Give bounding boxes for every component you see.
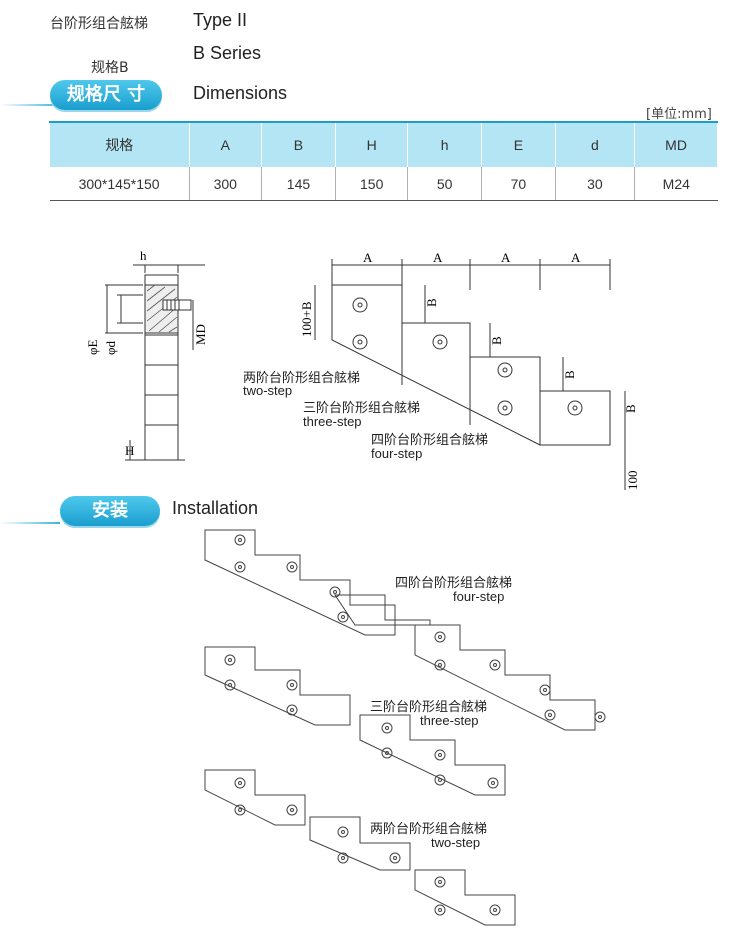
dim-label-b: B (424, 298, 439, 307)
table-row: 300*145*150 300 145 150 50 70 30 M24 (49, 167, 718, 201)
step-label-two-en: two-step (243, 383, 292, 398)
bolt-hole (352, 297, 368, 313)
dimensions-title-en: Dimensions (193, 83, 288, 103)
bolt-hole (567, 400, 583, 416)
two-step-segment (309, 816, 411, 871)
install-label-three-en: three-step (420, 713, 479, 728)
three-step-segment (359, 714, 506, 796)
product-type-en: Type II (193, 10, 248, 30)
dimensions-badge: 规格尺 寸 (50, 80, 162, 110)
table-cell: 50 (407, 167, 483, 201)
dim-label-b: B (562, 370, 577, 379)
three-step-segment (204, 646, 351, 726)
dim-label-100-b: 100+B (299, 301, 314, 337)
installation-badge-line (0, 522, 60, 524)
dim-label-100: 100 (625, 471, 640, 491)
dim-label-h: h (140, 248, 147, 263)
table-header-cell: h (407, 121, 483, 167)
dim-label-phi-d: φd (103, 340, 118, 355)
table-header-cell: A (188, 121, 262, 167)
dimensions-badge-line (0, 104, 60, 106)
bolt-shape (162, 299, 192, 311)
table-cell: 70 (481, 167, 556, 201)
step-outline (331, 284, 611, 446)
two-step-segment (204, 769, 306, 826)
table-header-row: 规格 A B H h E d MD (49, 121, 718, 167)
table-header-cell: H (335, 121, 409, 167)
bolt-hole (432, 334, 448, 350)
table-header-cell: 规格 (49, 121, 190, 167)
four-step-segment (204, 529, 396, 636)
dim-label-md: MD (193, 324, 208, 345)
step-label-three-en: three-step (303, 414, 362, 429)
step-label-three-cn: 三阶台阶形组合舷梯 (303, 400, 420, 416)
dim-label-a: A (501, 250, 511, 265)
table-cell: 300 (189, 167, 262, 201)
step-label-four-cn: 四阶台阶形组合舷梯 (371, 432, 488, 448)
step-label-two-cn: 两阶台阶形组合舷梯 (243, 370, 360, 386)
installation-drawing: 四阶台阶形组合舷梯 four-step 三阶台阶形组合舷梯 three-step… (204, 529, 606, 926)
table-header-cell: E (481, 121, 556, 167)
spec-table: 规格 A B H h E d MD 300*145*150 300 145 15… (49, 121, 718, 201)
table-header-cell: MD (634, 121, 718, 167)
dim-label-a: A (433, 250, 443, 265)
step-label-four-en: four-step (371, 446, 422, 461)
table-cell: 30 (555, 167, 636, 201)
spec-label-cn: 规格B (91, 60, 129, 76)
bolt-hole (497, 362, 513, 378)
install-label-three-cn: 三阶台阶形组合舷梯 (370, 699, 487, 715)
dim-label-big-h: H (125, 443, 134, 458)
table-header-cell: B (260, 121, 337, 167)
dim-label-a: A (363, 250, 373, 265)
bolt-hole (352, 334, 368, 350)
install-label-four-cn: 四阶台阶形组合舷梯 (395, 575, 512, 591)
dim-label-b: B (489, 336, 504, 345)
side-view-drawing: h φE φd MD H (85, 248, 208, 461)
dim-label-a: A (571, 250, 581, 265)
four-step-segment (414, 624, 596, 731)
series-label-en: B Series (193, 43, 262, 63)
unit-label: [单位:mm] (646, 107, 712, 122)
table-cell: 150 (335, 167, 409, 201)
install-label-two-en: two-step (431, 835, 480, 850)
install-label-four-en: four-step (453, 589, 504, 604)
table-cell: 145 (261, 167, 337, 201)
installation-title-en: Installation (172, 498, 259, 518)
table-header-cell: d (554, 121, 636, 167)
product-name-cn: 台阶形组合舷梯 (50, 16, 148, 32)
table-cell: M24 (634, 167, 718, 201)
two-step-segment (414, 869, 516, 926)
dim-label-phi-e: φE (85, 339, 100, 355)
bolt-hole (497, 400, 513, 416)
installation-badge: 安装 (60, 496, 160, 526)
step-view-drawing: A A A A B B B B 100+B 100 两阶台阶形组合舷梯 two-… (243, 250, 640, 491)
dim-label-b: B (623, 404, 638, 413)
table-cell: 300*145*150 (49, 167, 190, 201)
install-label-two-cn: 两阶台阶形组合舷梯 (370, 821, 487, 837)
